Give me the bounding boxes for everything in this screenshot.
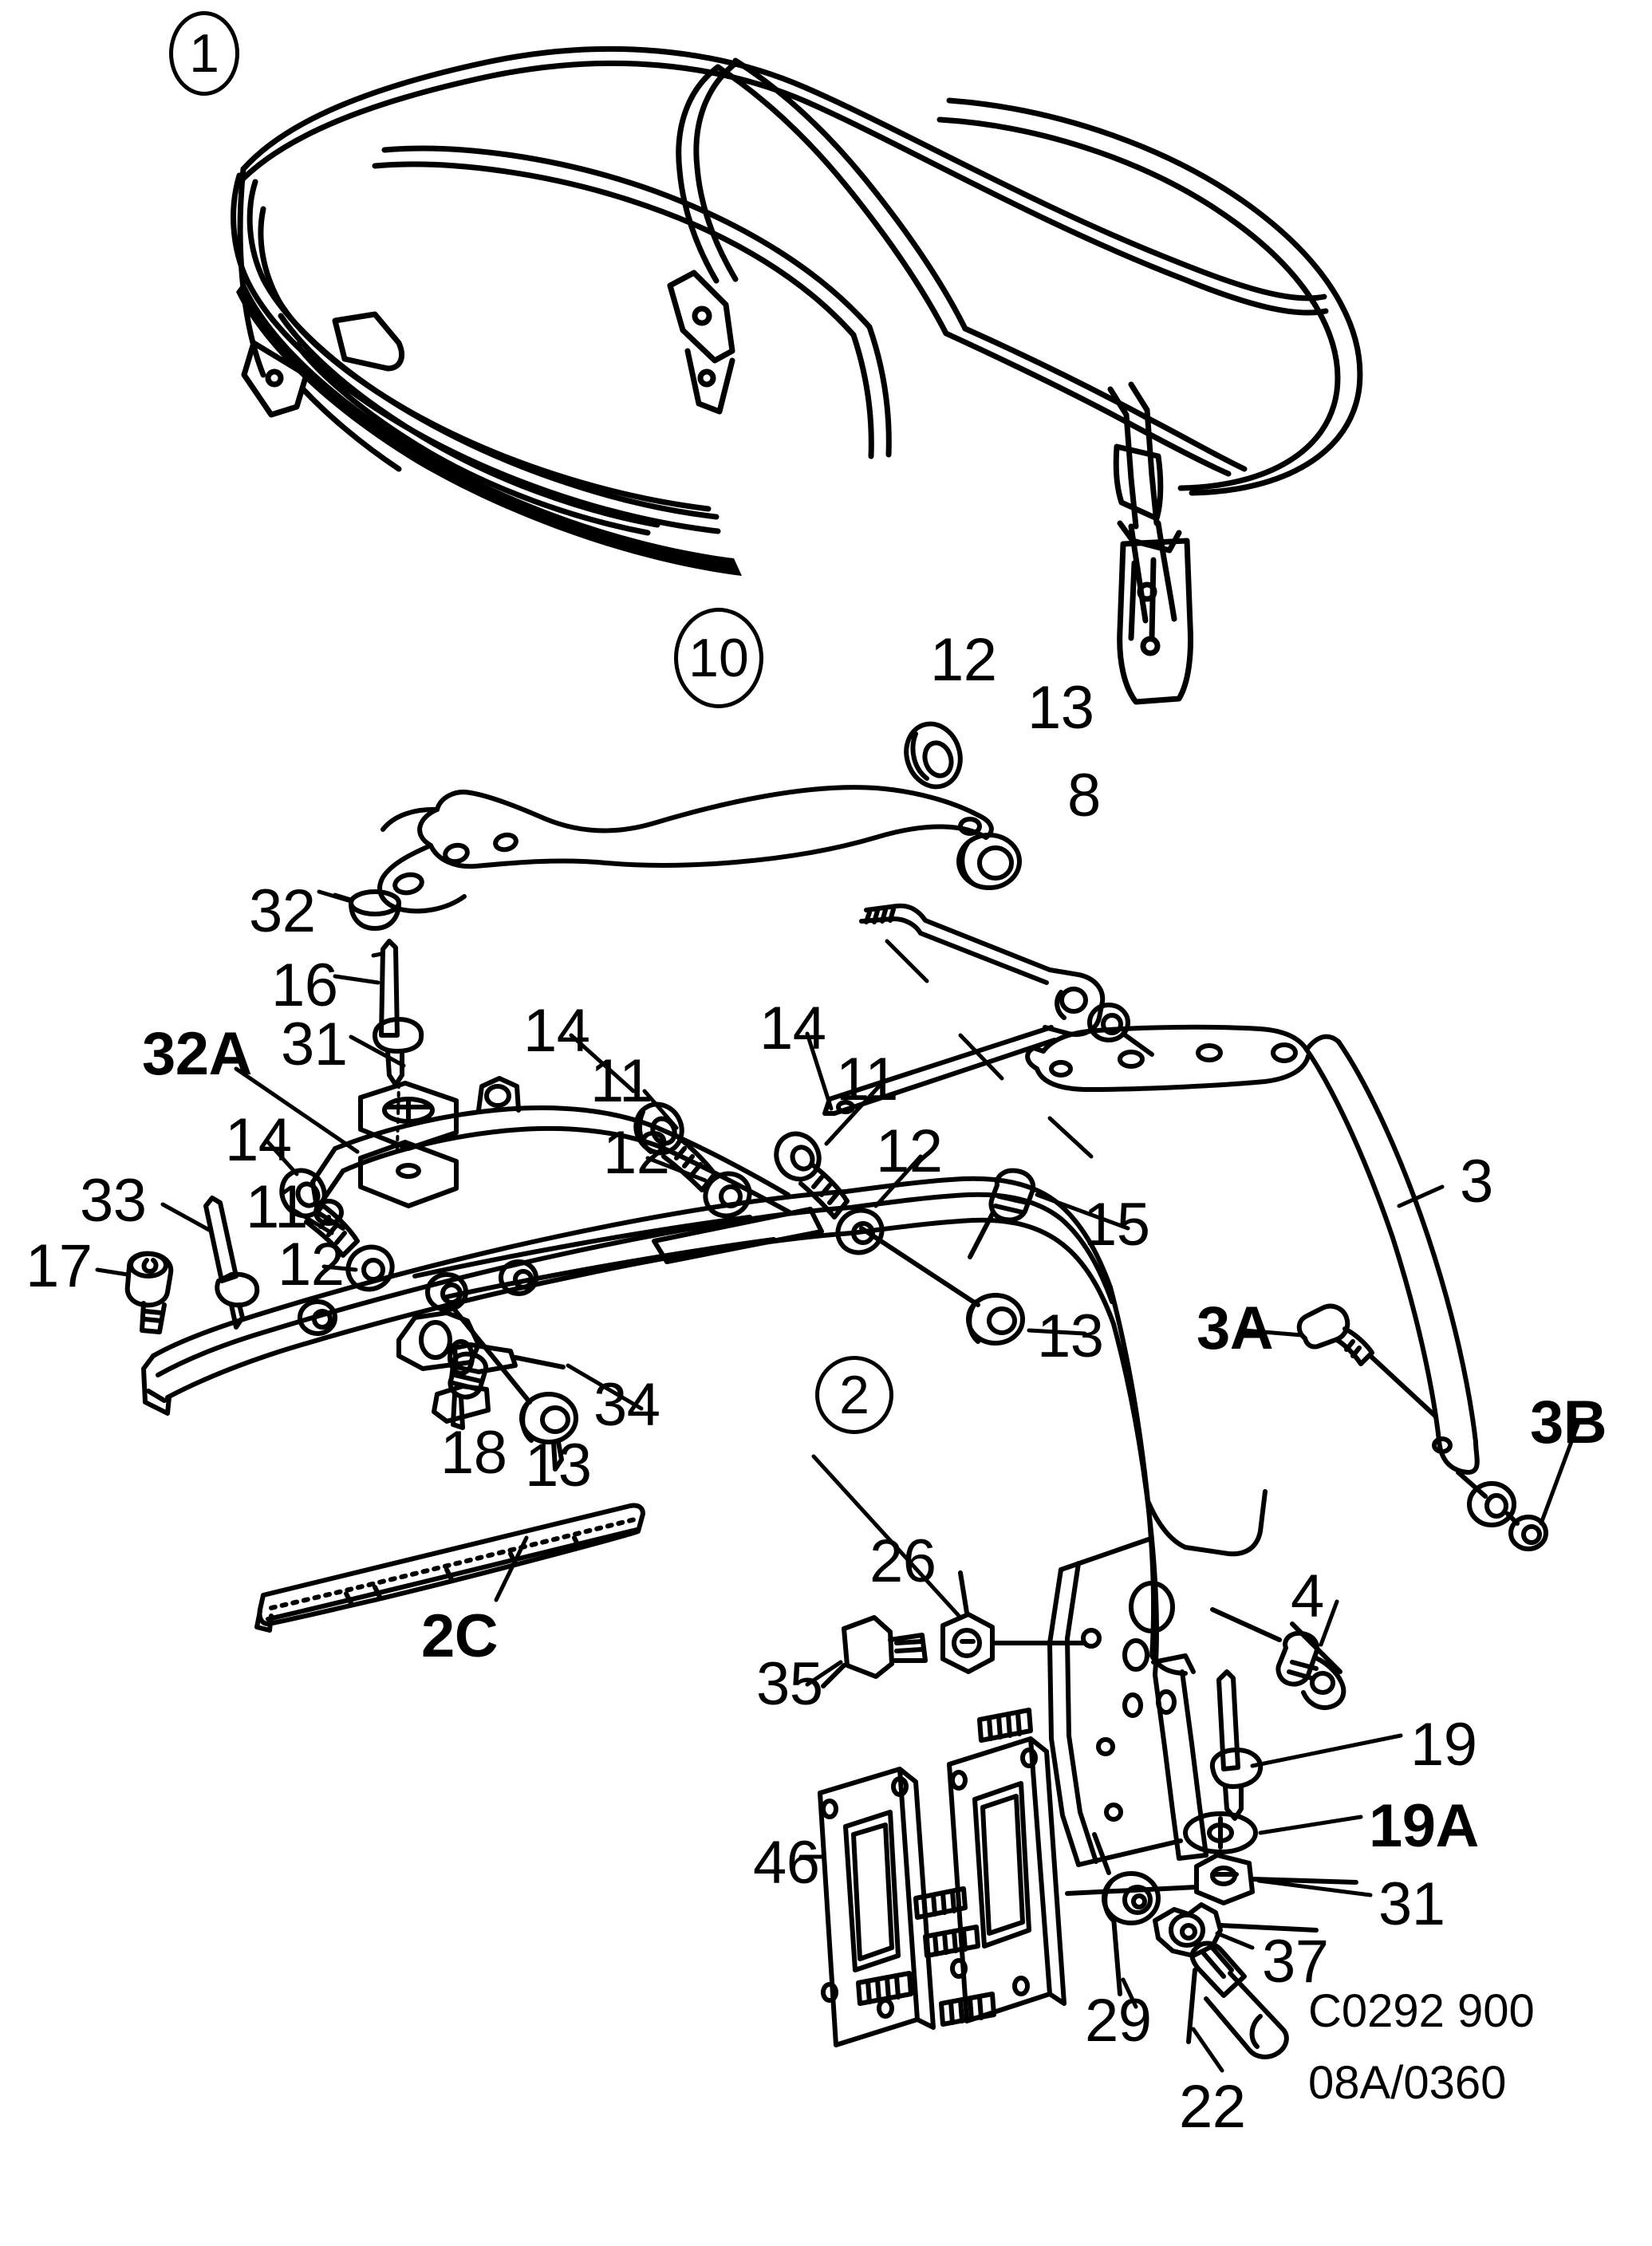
part-label-31-upper: 31: [281, 1011, 348, 1078]
part-label-14-a: 14: [523, 997, 590, 1065]
callout-label: 2: [839, 1365, 869, 1425]
part-label-11-a: 11: [590, 1047, 653, 1115]
leader-lines: [95, 889, 1580, 2073]
part-label-3: 3: [1460, 1148, 1493, 1216]
part-label-14-c: 14: [225, 1106, 292, 1174]
part-label-8: 8: [1067, 762, 1101, 829]
part-label-46: 46: [753, 1829, 820, 1897]
part-label-14-b: 14: [759, 995, 826, 1062]
top-frame-assembly-item-1: [231, 45, 1363, 705]
part-label-11-b: 11: [836, 1046, 898, 1113]
part-label-15: 15: [1083, 1191, 1150, 1259]
part-label-3A: 3A: [1197, 1294, 1274, 1362]
part-label-37: 37: [1262, 1928, 1329, 1996]
part-label-34: 34: [593, 1371, 660, 1439]
fasteners-group: [124, 889, 1438, 2059]
part-label-35: 35: [756, 1650, 823, 1718]
part-label-19A: 19A: [1369, 1792, 1479, 1860]
sheet-code-line-2: 08A/0360: [1308, 2057, 1507, 2109]
part-label-33: 33: [80, 1167, 147, 1235]
part-label-13-c: 13: [525, 1432, 592, 1499]
part-label-19: 19: [1410, 1711, 1477, 1779]
part-label-18: 18: [440, 1419, 507, 1487]
part-label-13-b: 13: [1037, 1302, 1104, 1370]
part-label-12-b: 12: [876, 1117, 943, 1185]
sheet-code-line-1: C0292 900: [1308, 1985, 1535, 2037]
callout-label: 10: [688, 628, 749, 688]
part-label-29: 29: [1085, 1987, 1152, 2055]
side-tension-link-item-3: [1025, 1024, 1548, 1551]
callout-circle-1: 1: [169, 11, 239, 96]
callout-label: 1: [189, 23, 219, 84]
part-label-11-c: 11: [246, 1173, 308, 1241]
part-label-31-low: 31: [1378, 1870, 1445, 1938]
part-label-3B: 3B: [1530, 1389, 1607, 1456]
part-label-12-a: 12: [603, 1119, 670, 1187]
part-label-12: 12: [930, 626, 997, 694]
part-label-26: 26: [869, 1527, 936, 1595]
callout-circle-2: 2: [815, 1356, 893, 1434]
part-label-2C: 2C: [421, 1602, 499, 1670]
part-label-32: 32: [249, 877, 316, 945]
part-label-12-c: 12: [278, 1231, 345, 1298]
part-label-16: 16: [271, 952, 338, 1019]
rear-bow-arm-item-10: [377, 721, 1154, 1116]
part-label-17: 17: [26, 1232, 93, 1300]
part-label-22: 22: [1179, 2073, 1246, 2141]
part-label-4: 4: [1291, 1562, 1324, 1630]
part-label-13: 13: [1027, 674, 1094, 742]
part-label-32A: 32A: [142, 1020, 252, 1088]
callout-circle-10: 10: [674, 608, 763, 708]
